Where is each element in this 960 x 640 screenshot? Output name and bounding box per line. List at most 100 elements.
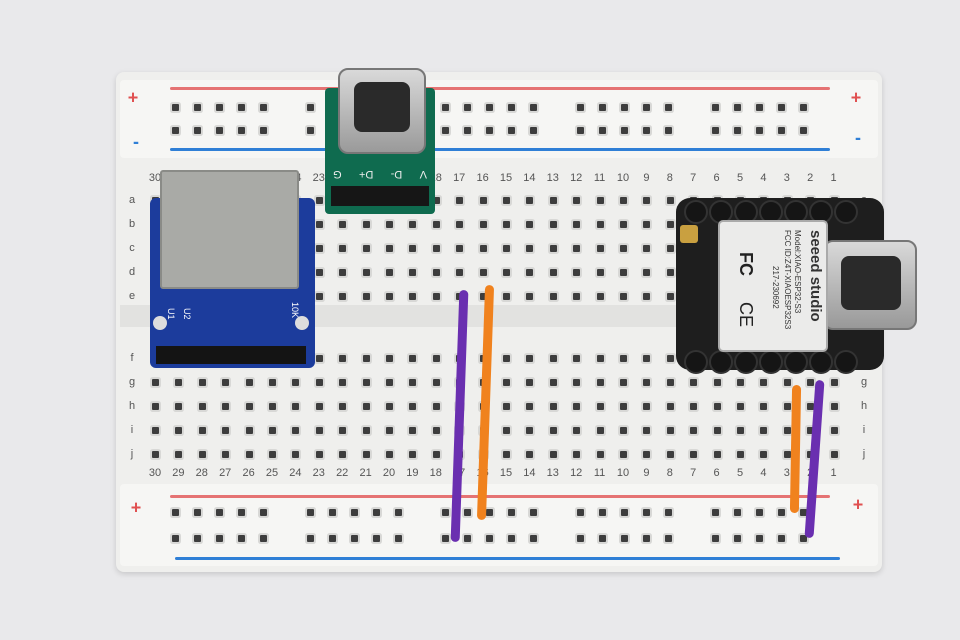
breadboard-hole[interactable] — [486, 509, 493, 516]
breadboard-hole[interactable] — [432, 293, 440, 300]
breadboard-hole[interactable] — [737, 427, 744, 434]
breadboard-hole[interactable] — [573, 451, 581, 458]
breadboard-hole[interactable] — [526, 403, 534, 410]
breadboard-hole[interactable] — [222, 427, 230, 434]
breadboard-hole[interactable] — [577, 104, 584, 111]
breadboard-hole[interactable] — [665, 104, 672, 111]
breadboard-hole[interactable] — [292, 427, 300, 434]
breadboard-hole[interactable] — [386, 355, 393, 362]
breadboard-hole[interactable] — [573, 221, 581, 228]
usb-c-port[interactable] — [338, 68, 426, 154]
breadboard-hole[interactable] — [172, 509, 179, 516]
breadboard-hole[interactable] — [339, 245, 347, 252]
breadboard-hole[interactable] — [713, 379, 721, 386]
breadboard-hole[interactable] — [362, 451, 370, 458]
breadboard-hole[interactable] — [530, 509, 537, 516]
breadboard-hole[interactable] — [526, 221, 534, 228]
breadboard-hole[interactable] — [690, 403, 698, 410]
breadboard-hole[interactable] — [503, 293, 510, 300]
breadboard-hole[interactable] — [315, 379, 323, 386]
breadboard-hole[interactable] — [479, 269, 487, 276]
breadboard-hole[interactable] — [666, 197, 674, 204]
breadboard-hole[interactable] — [643, 451, 651, 458]
breadboard-hole[interactable] — [621, 535, 628, 542]
breadboard-hole[interactable] — [549, 427, 557, 434]
breadboard-hole[interactable] — [508, 127, 515, 134]
breadboard-hole[interactable] — [577, 535, 584, 542]
breadboard-hole[interactable] — [503, 221, 510, 228]
breadboard-hole[interactable] — [596, 451, 604, 458]
breadboard-hole[interactable] — [756, 535, 763, 542]
breadboard-hole[interactable] — [830, 427, 838, 434]
breadboard-hole[interactable] — [807, 403, 815, 410]
breadboard-hole[interactable] — [503, 245, 510, 252]
breadboard-hole[interactable] — [238, 104, 245, 111]
breadboard-hole[interactable] — [577, 509, 584, 516]
breadboard-hole[interactable] — [292, 451, 300, 458]
breadboard-hole[interactable] — [152, 379, 159, 386]
breadboard-hole[interactable] — [596, 245, 604, 252]
breadboard-hole[interactable] — [292, 403, 300, 410]
breadboard-hole[interactable] — [194, 104, 201, 111]
breadboard-hole[interactable] — [269, 427, 276, 434]
breadboard-hole[interactable] — [737, 403, 744, 410]
breadboard-hole[interactable] — [643, 403, 651, 410]
breadboard-hole[interactable] — [194, 127, 201, 134]
breadboard-hole[interactable] — [712, 509, 719, 516]
breadboard-hole[interactable] — [526, 427, 534, 434]
breadboard-hole[interactable] — [666, 403, 674, 410]
breadboard-hole[interactable] — [643, 221, 651, 228]
breadboard-hole[interactable] — [643, 197, 651, 204]
breadboard-hole[interactable] — [830, 403, 838, 410]
breadboard-hole[interactable] — [260, 127, 267, 134]
breadboard-hole[interactable] — [508, 535, 515, 542]
breadboard-hole[interactable] — [409, 293, 417, 300]
breadboard-hole[interactable] — [599, 127, 606, 134]
breadboard-hole[interactable] — [432, 197, 440, 204]
breadboard-hole[interactable] — [386, 221, 393, 228]
breadboard-hole[interactable] — [442, 535, 449, 542]
breadboard-hole[interactable] — [362, 403, 370, 410]
breadboard-hole[interactable] — [464, 127, 471, 134]
breadboard-hole[interactable] — [456, 245, 464, 252]
breadboard-hole[interactable] — [690, 427, 698, 434]
breadboard-hole[interactable] — [315, 355, 323, 362]
breadboard-hole[interactable] — [307, 535, 314, 542]
breadboard-hole[interactable] — [238, 127, 245, 134]
breadboard-hole[interactable] — [573, 245, 581, 252]
breadboard-hole[interactable] — [362, 293, 370, 300]
usb-c-port[interactable] — [823, 240, 917, 330]
breadboard-hole[interactable] — [712, 104, 719, 111]
breadboard-hole[interactable] — [621, 509, 628, 516]
breadboard-hole[interactable] — [292, 379, 300, 386]
breadboard-hole[interactable] — [386, 451, 393, 458]
breadboard-hole[interactable] — [737, 451, 744, 458]
breadboard-hole[interactable] — [152, 451, 159, 458]
breadboard-hole[interactable] — [456, 269, 464, 276]
breadboard-hole[interactable] — [549, 245, 557, 252]
breadboard-hole[interactable] — [549, 355, 557, 362]
breadboard-hole[interactable] — [666, 379, 674, 386]
breadboard-hole[interactable] — [643, 355, 651, 362]
breadboard-hole[interactable] — [778, 104, 785, 111]
breadboard-hole[interactable] — [479, 293, 487, 300]
breadboard-hole[interactable] — [172, 104, 179, 111]
breadboard-hole[interactable] — [339, 451, 347, 458]
breadboard-hole[interactable] — [362, 355, 370, 362]
breadboard-hole[interactable] — [216, 104, 223, 111]
breadboard-hole[interactable] — [549, 293, 557, 300]
breadboard-hole[interactable] — [386, 427, 393, 434]
breadboard-hole[interactable] — [596, 379, 604, 386]
breadboard-hole[interactable] — [245, 403, 253, 410]
breadboard-hole[interactable] — [198, 451, 206, 458]
breadboard-hole[interactable] — [756, 127, 763, 134]
breadboard-hole[interactable] — [172, 127, 179, 134]
breadboard-hole[interactable] — [596, 403, 604, 410]
breadboard-hole[interactable] — [245, 379, 253, 386]
breadboard-hole[interactable] — [549, 379, 557, 386]
breadboard-hole[interactable] — [830, 451, 838, 458]
breadboard-hole[interactable] — [442, 104, 449, 111]
breadboard-hole[interactable] — [198, 403, 206, 410]
breadboard-hole[interactable] — [756, 104, 763, 111]
breadboard-hole[interactable] — [620, 379, 627, 386]
